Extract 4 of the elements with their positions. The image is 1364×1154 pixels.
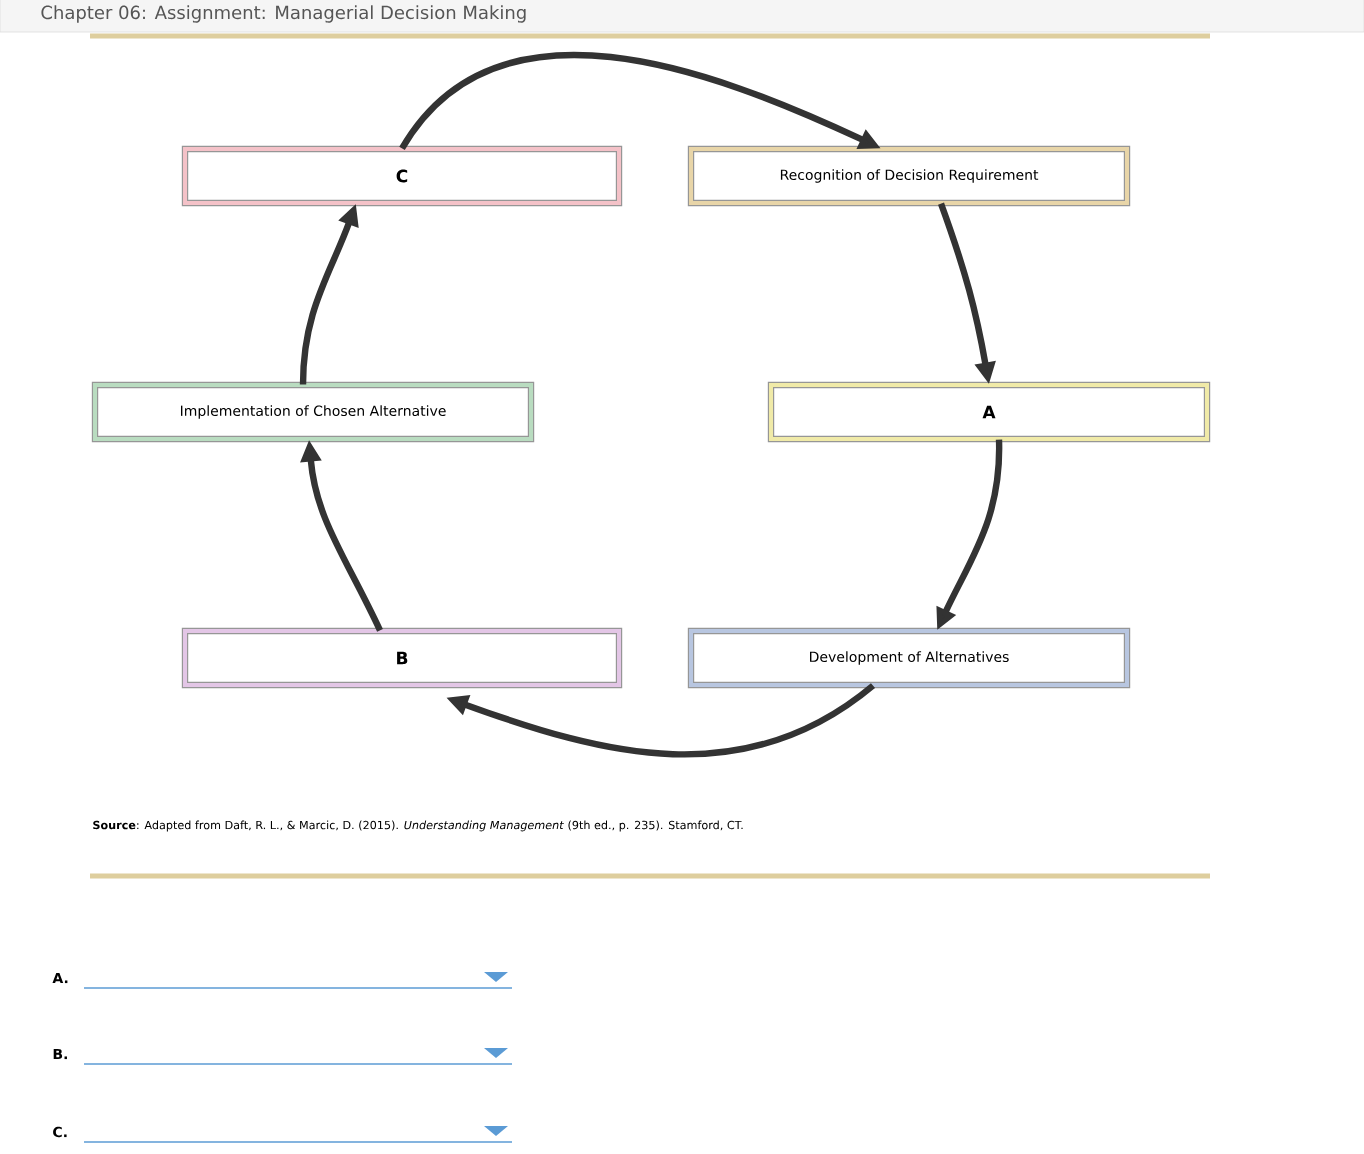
process-box: B [181, 627, 623, 689]
process-box: C [181, 145, 623, 207]
header-bar: Chapter 06: Assignment: Managerial Decision Making [0, 0, 1364, 33]
process-box: A [767, 381, 1211, 443]
